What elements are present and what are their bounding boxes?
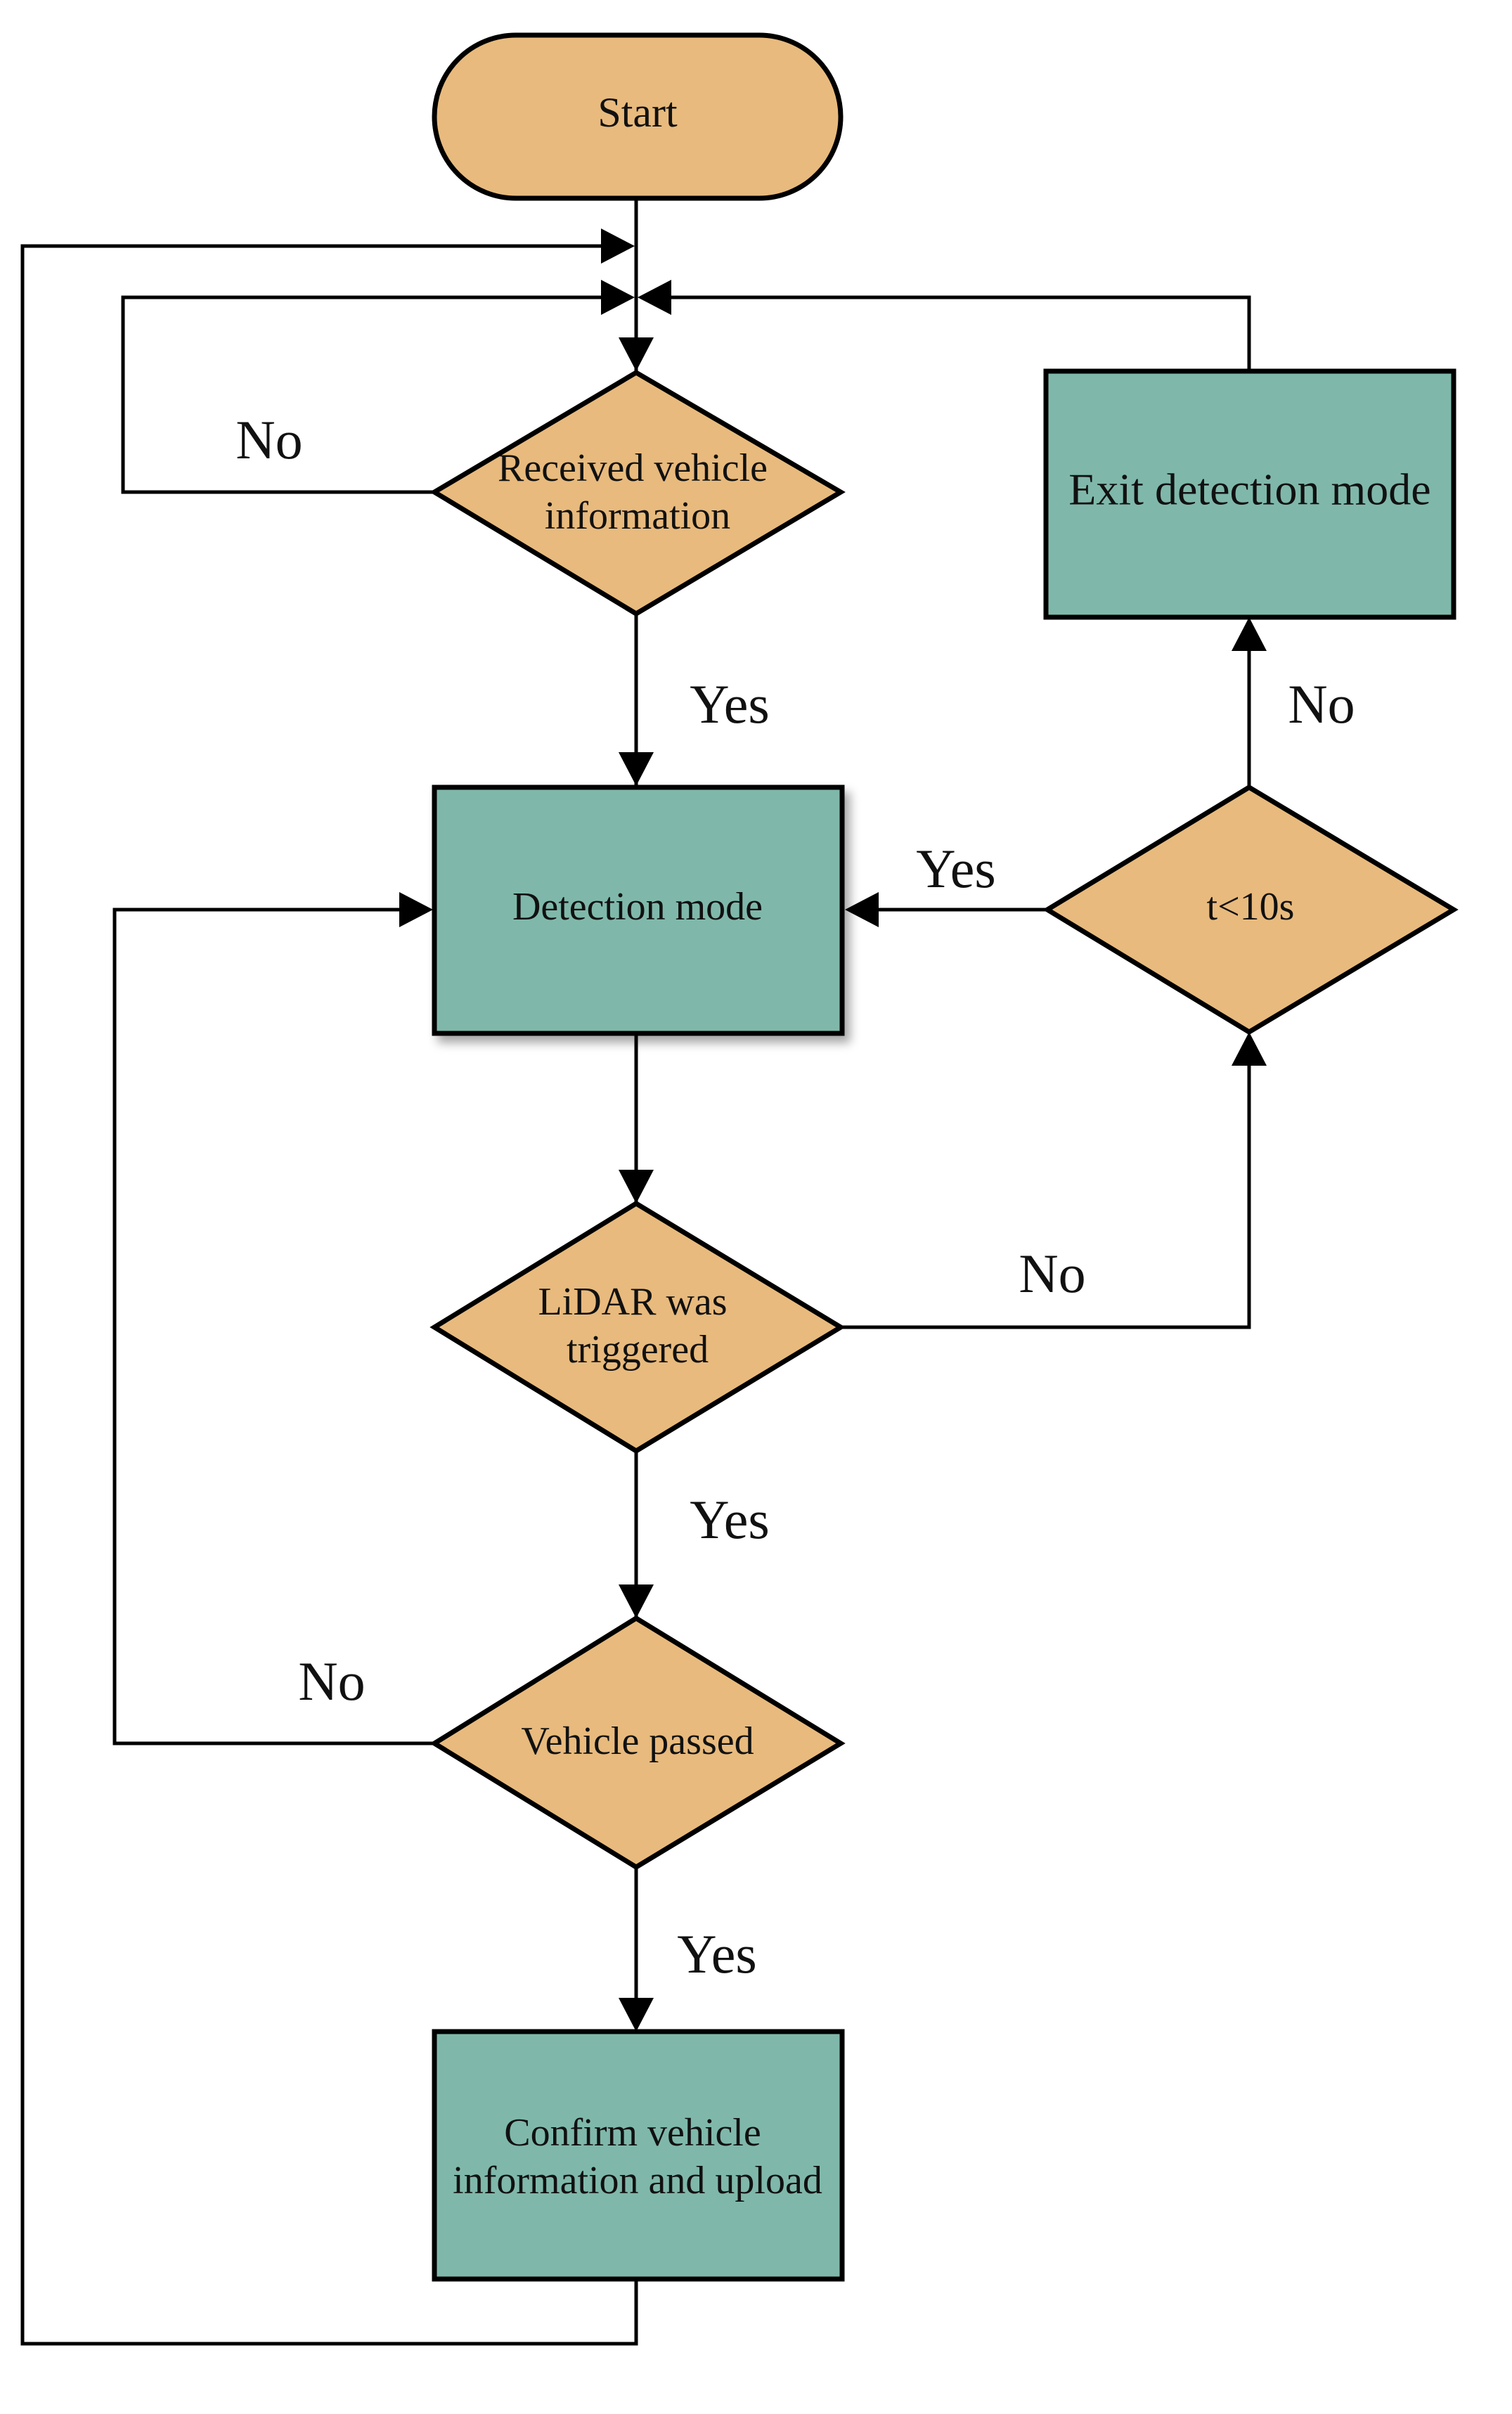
lidar-line-2: triggered [567, 1328, 709, 1371]
detection-mode-label: Detection mode [512, 885, 763, 929]
label-received-no: No [235, 409, 302, 470]
arrowhead-right-confirm-loop [601, 228, 635, 264]
arrowhead-left-exit-loop [638, 280, 671, 315]
confirm-line-2: information and upload [453, 2159, 822, 2202]
connector-received-no-loop [121, 295, 613, 494]
lidar-diamond [429, 1200, 846, 1454]
received-info-line-1: Received vehicle [498, 446, 768, 490]
confirm-process: Confirm vehicle information and upload [432, 2029, 845, 2282]
t-check-label: t<10s [1207, 885, 1295, 929]
vehicle-passed-decision: Vehicle passed [429, 1615, 846, 1871]
arrowhead-left-detection [845, 892, 879, 927]
connectors [20, 198, 1251, 2346]
arrowhead-up-t [1232, 1032, 1267, 1066]
lidar-line-1: LiDAR was [538, 1280, 727, 1324]
start-label: Start [597, 89, 678, 136]
vehicle-passed-diamond [429, 1615, 846, 1871]
arrowhead-down-passed [619, 1584, 654, 1618]
arrowhead-up-exit [1232, 617, 1267, 651]
label-passed-no: No [298, 1651, 365, 1712]
start-terminal-shape [432, 32, 844, 201]
received-info-label: Received vehicle information [498, 446, 777, 538]
confirm-box [432, 2029, 845, 2282]
label-received-yes: Yes [690, 673, 770, 735]
confirm-label: Confirm vehicle information and upload [453, 2111, 822, 2202]
exit-mode-label: Exit detection mode [1068, 465, 1430, 515]
arrowhead-down-received [619, 337, 654, 371]
arrowhead-down-confirm [619, 1998, 654, 2032]
connector-exit-to-top [657, 295, 1251, 371]
confirm-line-1: Confirm vehicle [504, 2111, 761, 2155]
arrowhead-right-detection [399, 892, 433, 927]
connector-lidar-no [841, 1053, 1251, 1329]
lidar-label: LiDAR was triggered [538, 1280, 737, 1371]
detection-mode-box [432, 785, 845, 1036]
received-info-decision: Received vehicle information [429, 369, 846, 617]
start-terminal: Start [432, 32, 844, 201]
connector-confirm-loop [20, 244, 638, 2346]
received-info-line-2: information [545, 494, 730, 538]
arrowhead-down-detection [619, 752, 654, 786]
vehicle-passed-label: Vehicle passed [521, 1719, 754, 1763]
arrowhead-down-lidar [619, 1170, 654, 1203]
t-check-decision: t<10s [1042, 784, 1459, 1035]
arrowheads [399, 228, 1267, 2032]
label-passed-yes: Yes [677, 1923, 757, 1984]
arrowhead-right-received-loop [601, 280, 635, 315]
label-lidar-no: No [1019, 1243, 1085, 1304]
received-info-diamond [429, 369, 846, 617]
label-t-no: No [1288, 673, 1355, 735]
t-check-diamond [1042, 784, 1459, 1035]
connector-passed-no [112, 908, 434, 1745]
edge-labels: No Yes No Yes No Yes No Yes [235, 409, 1355, 1984]
label-lidar-yes: Yes [690, 1489, 770, 1550]
lidar-decision: LiDAR was triggered [429, 1200, 846, 1454]
detection-mode-process: Detection mode [432, 785, 845, 1036]
exit-mode-box [1043, 368, 1456, 620]
label-t-yes: Yes [916, 838, 996, 899]
exit-mode-process: Exit detection mode [1043, 368, 1456, 620]
